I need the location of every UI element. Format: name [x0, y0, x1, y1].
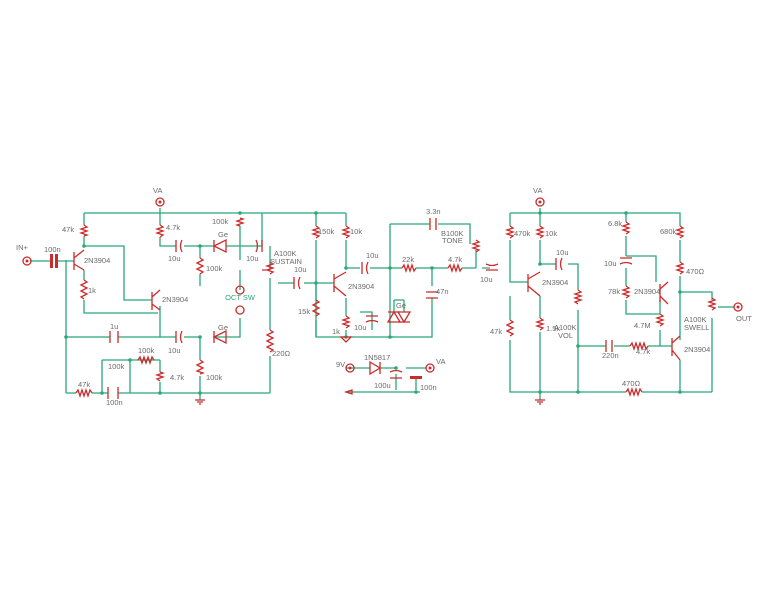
transistors — [73, 249, 681, 361]
svg-text:1u: 1u — [110, 322, 118, 331]
oct-sw-label: OCT SW — [225, 293, 256, 302]
svg-text:47k: 47k — [490, 327, 502, 336]
svg-text:47k: 47k — [62, 225, 74, 234]
svg-text:4.7k: 4.7k — [166, 223, 180, 232]
svg-text:15k: 15k — [298, 307, 310, 316]
svg-text:220n: 220n — [602, 351, 619, 360]
svg-text:470Ω: 470Ω — [686, 267, 705, 276]
svg-text:2N3904: 2N3904 — [84, 256, 110, 265]
sustain-label-2: SUSTAIN — [270, 257, 302, 266]
svg-text:150k: 150k — [318, 227, 335, 236]
svg-text:10u: 10u — [168, 346, 181, 355]
svg-text:100k: 100k — [206, 373, 223, 382]
svg-text:100u: 100u — [374, 381, 391, 390]
svg-text:4.7k: 4.7k — [636, 347, 650, 356]
svg-text:4.7k: 4.7k — [448, 255, 462, 264]
svg-text:4.7M: 4.7M — [634, 321, 651, 330]
swell-label-1: A100K — [684, 315, 707, 324]
vol-label-2: VOL — [558, 331, 573, 340]
svg-text:1k: 1k — [88, 286, 96, 295]
svg-text:1k: 1k — [332, 327, 340, 336]
svg-text:100k: 100k — [108, 362, 125, 371]
wires — [30, 208, 734, 400]
svg-text:10u: 10u — [480, 275, 493, 284]
junction-dots — [64, 211, 682, 395]
svg-text:2N3904: 2N3904 — [684, 345, 710, 354]
input-cap — [50, 254, 58, 268]
supply-pins — [155, 197, 545, 373]
out-label: OUT — [736, 314, 752, 323]
svg-text:3.3n: 3.3n — [426, 207, 441, 216]
tone-label-2: TONE — [442, 236, 463, 245]
svg-text:10u: 10u — [604, 259, 617, 268]
svg-text:100n: 100n — [44, 245, 61, 254]
svg-text:100n: 100n — [420, 383, 437, 392]
vol-label-1: A100K — [554, 323, 577, 332]
svg-text:2N3904: 2N3904 — [348, 282, 374, 291]
potentiometers[interactable] — [262, 239, 718, 311]
output-jack-icon[interactable] — [733, 302, 743, 312]
svg-text:1N5817: 1N5817 — [364, 353, 390, 362]
svg-text:680k: 680k — [660, 227, 677, 236]
svg-text:100k: 100k — [138, 346, 155, 355]
in-label: IN+ — [16, 243, 29, 252]
input-jack-icon[interactable] — [22, 256, 32, 266]
diodes — [212, 238, 412, 376]
svg-text:2N3904: 2N3904 — [542, 278, 568, 287]
svg-text:100n: 100n — [106, 398, 123, 407]
capacitors — [107, 218, 633, 399]
svg-text:10k: 10k — [350, 227, 362, 236]
svg-text:470k: 470k — [514, 229, 531, 238]
svg-text:10u: 10u — [168, 254, 181, 263]
va-label-1: VA — [153, 186, 162, 195]
svg-text:2N3904: 2N3904 — [162, 295, 188, 304]
svg-text:10u: 10u — [246, 254, 259, 263]
tone-label-1: B100K — [441, 229, 464, 238]
svg-text:47k: 47k — [78, 380, 90, 389]
svg-text:4.7k: 4.7k — [170, 373, 184, 382]
svg-text:10u: 10u — [354, 323, 367, 332]
svg-text:10u: 10u — [366, 251, 379, 260]
svg-text:220Ω: 220Ω — [272, 349, 291, 358]
svg-text:Ge: Ge — [218, 230, 228, 239]
resistors — [75, 217, 686, 399]
svg-text:22k: 22k — [402, 255, 414, 264]
svg-text:10u: 10u — [556, 248, 569, 257]
sustain-label-1: A100K — [274, 249, 297, 258]
svg-text:100k: 100k — [206, 264, 223, 273]
oct-switch-icon[interactable] — [235, 285, 245, 315]
swell-label-2: SWELL — [684, 323, 709, 332]
va-label-2: VA — [533, 186, 542, 195]
svg-text:Ge: Ge — [218, 323, 228, 332]
va-label-3: VA — [436, 357, 445, 366]
svg-text:10u: 10u — [294, 265, 307, 274]
svg-text:47n: 47n — [436, 287, 449, 296]
9v-label: 9V — [336, 360, 345, 369]
svg-text:6.8k: 6.8k — [608, 219, 622, 228]
svg-text:10k: 10k — [545, 229, 557, 238]
ground-icons — [195, 336, 545, 405]
svg-text:78k: 78k — [608, 287, 620, 296]
svg-text:470Ω: 470Ω — [622, 379, 641, 388]
svg-text:Ge: Ge — [396, 301, 406, 310]
svg-text:2N3904: 2N3904 — [634, 287, 660, 296]
svg-text:100k: 100k — [212, 217, 229, 226]
labels: IN+ OUT VA VA VA 9V OCT SW A100K SUSTAIN… — [16, 186, 752, 407]
svg-text:1.5k: 1.5k — [546, 324, 560, 333]
